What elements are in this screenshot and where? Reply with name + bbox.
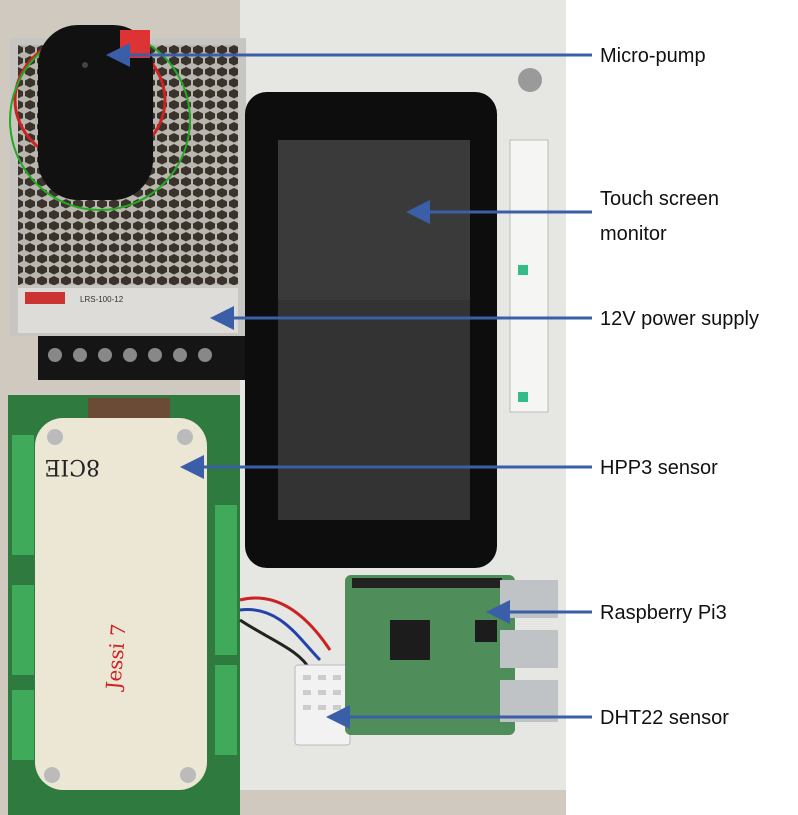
dht22-sensor	[294, 664, 351, 746]
label-touch-screen-1: Touch screen	[600, 188, 719, 210]
label-hpp3: HPP3 sensor	[600, 457, 718, 479]
label-touch-screen-2: monitor	[600, 223, 667, 245]
screw	[518, 68, 542, 92]
power-supply-model: LRS-100-12	[80, 295, 124, 304]
touch-screen	[245, 92, 497, 568]
sensor-name-handwriting: Jessi 7	[101, 623, 131, 693]
micro-pump	[9, 25, 191, 211]
ruler-strip	[509, 139, 549, 413]
label-raspberry: Raspberry Pi3	[600, 602, 727, 624]
label-power-supply: 12V power supply	[600, 308, 759, 330]
raspberry-pi	[345, 575, 558, 735]
sensor-id-handwriting: 8CIE	[44, 454, 100, 479]
hpp3-sensor: 8CIE Jessi 7	[8, 395, 240, 815]
label-micro-pump: Micro-pump	[600, 45, 706, 67]
label-dht22: DHT22 sensor	[600, 707, 729, 729]
